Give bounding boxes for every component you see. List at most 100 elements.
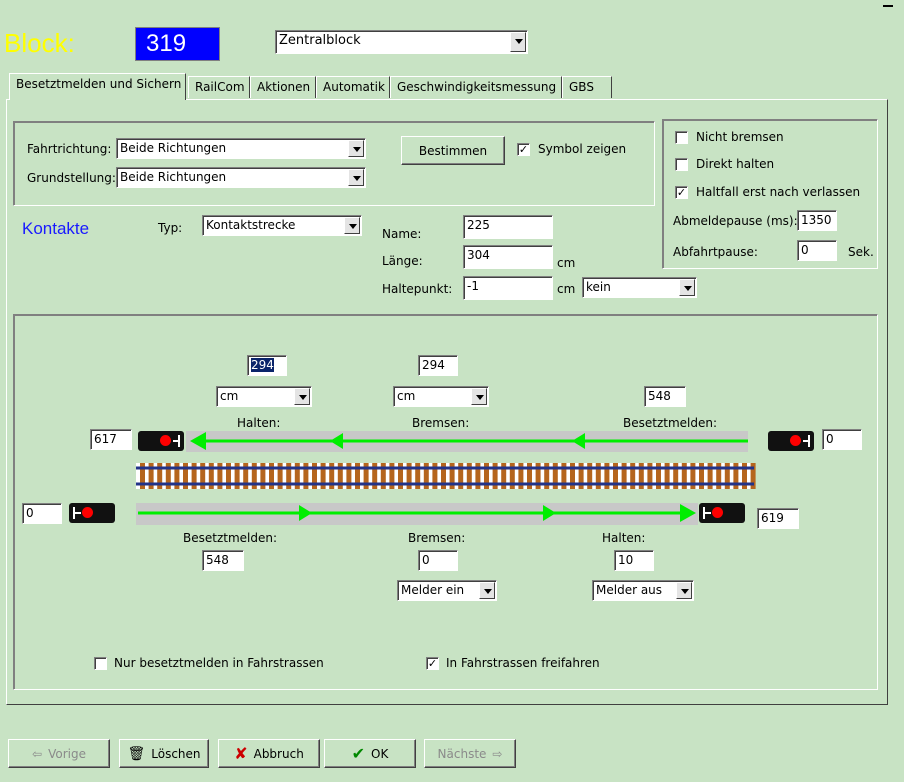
- haltepunkt-label: Haltepunkt:: [382, 282, 453, 296]
- nur-besetzt-checkbox[interactable]: [94, 657, 107, 670]
- minimize-icon[interactable]: [883, 0, 895, 8]
- signal-top-right-icon[interactable]: [768, 431, 814, 451]
- tab-besetztmelden[interactable]: Besetztmelden und Sichern: [9, 73, 186, 100]
- track-sleeper: [742, 463, 747, 489]
- laenge-input[interactable]: 304: [463, 245, 553, 269]
- kontakte-title: Kontakte: [22, 219, 90, 238]
- track-panel: [13, 314, 878, 690]
- fahrtrichtung-select[interactable]: Beide Richtungen: [116, 138, 366, 159]
- chevron-down-icon: [676, 582, 692, 599]
- direkt-halten-checkbox[interactable]: [675, 158, 688, 171]
- abmeldepause-label: Abmeldepause (ms):: [673, 214, 798, 228]
- abbruch-button[interactable]: ✘ Abbruch: [218, 739, 320, 768]
- freifahren-checkbox[interactable]: ✓: [426, 657, 439, 670]
- fahrtrichtung-value: Beide Richtungen: [120, 141, 227, 155]
- tab-railcom[interactable]: RailCom: [188, 76, 250, 98]
- top-halten-input[interactable]: 294: [247, 355, 287, 376]
- vorige-label: Vorige: [48, 746, 86, 761]
- freifahren-label: In Fahrstrassen freifahren: [446, 656, 600, 670]
- left-top-input[interactable]: 617: [90, 429, 132, 450]
- haltepunkt-select[interactable]: kein: [582, 277, 697, 298]
- track-sleeper: [217, 463, 223, 489]
- haltepunkt-select-value: kein: [586, 280, 611, 294]
- top-halten-unit: cm: [220, 389, 239, 403]
- top-bremsen-unit-select[interactable]: cm: [393, 386, 489, 407]
- track-sleeper: [724, 463, 730, 489]
- track-sleeper: [269, 463, 274, 489]
- track-sleeper: [363, 463, 369, 489]
- top-halten-label: Halten:: [237, 416, 281, 430]
- top-besetzt-input[interactable]: 548: [644, 386, 686, 407]
- typ-select[interactable]: Kontaktstrecke: [202, 215, 362, 236]
- name-input[interactable]: 225: [463, 215, 553, 239]
- track-sleeper: [157, 463, 163, 489]
- track-sleeper: [174, 463, 180, 489]
- signal-bottom-left-icon[interactable]: [69, 503, 115, 523]
- ok-button[interactable]: ✔ OK: [324, 739, 416, 768]
- haltfall-label: Haltfall erst nach verlassen: [696, 185, 861, 199]
- bottom-besetzt-label: Besetztmelden:: [183, 531, 278, 545]
- options-panel: [662, 119, 878, 269]
- track-sleeper: [501, 463, 507, 489]
- right-top-input[interactable]: 0: [822, 429, 862, 450]
- track-sleeper: [234, 463, 240, 489]
- track-sleeper: [570, 463, 575, 489]
- bottom-bremsen-select[interactable]: Melder ein: [397, 580, 497, 601]
- top-bremsen-unit: cm: [397, 389, 416, 403]
- nicht-bremsen-checkbox[interactable]: [675, 131, 688, 144]
- track-sleeper: [226, 463, 231, 489]
- haltepunkt-input[interactable]: -1: [463, 276, 553, 300]
- left-bottom-input[interactable]: 0: [22, 503, 62, 524]
- track-sleeper: [191, 463, 197, 489]
- track-sleeper: [716, 463, 722, 489]
- track-sleeper: [630, 463, 636, 489]
- tab-aktionen[interactable]: Aktionen: [250, 76, 316, 98]
- arrow-left-icon: ⇦: [32, 746, 43, 761]
- signal-bottom-right-icon[interactable]: [699, 503, 745, 523]
- abmeldepause-input[interactable]: 1350: [797, 210, 837, 231]
- bottom-halten-input[interactable]: 10: [614, 550, 654, 571]
- top-bremsen-label: Bremsen:: [412, 416, 470, 430]
- tab-automatik[interactable]: Automatik: [316, 76, 390, 98]
- direkt-halten-label: Direkt halten: [696, 157, 775, 171]
- haltfall-checkbox[interactable]: ✓: [675, 186, 688, 199]
- vorige-button[interactable]: ⇦ Vorige: [8, 739, 110, 768]
- grundstellung-select[interactable]: Beide Richtungen: [116, 167, 366, 188]
- track-sleeper: [595, 463, 601, 489]
- tab-gbs[interactable]: GBS: [562, 76, 612, 98]
- track-sleeper: [389, 463, 395, 489]
- top-halten-unit-select[interactable]: cm: [216, 386, 312, 407]
- signal-top-left-icon[interactable]: [138, 431, 184, 451]
- track-sleeper: [681, 463, 687, 489]
- top-halten-value: 294: [251, 358, 274, 372]
- chevron-down-icon: [344, 217, 360, 234]
- tab-geschwindigkeitsmessung[interactable]: Geschwindigkeitsmessung: [390, 76, 562, 98]
- top-bremsen-input[interactable]: 294: [418, 355, 458, 376]
- bestimmen-button[interactable]: Bestimmen: [401, 136, 505, 165]
- track-sleeper: [286, 463, 292, 489]
- abfahrtpause-input[interactable]: 0: [797, 240, 837, 261]
- block-name-select[interactable]: Zentralblock: [275, 30, 528, 54]
- track-sleeper: [294, 463, 300, 489]
- naechste-button[interactable]: Nächste ⇨: [424, 739, 516, 768]
- chevron-down-icon: [510, 32, 526, 52]
- arrow-left-icon: [190, 432, 206, 450]
- track-sleeper: [183, 463, 188, 489]
- fahrtrichtung-label: Fahrtrichtung:: [27, 142, 112, 156]
- track-sleeper: [750, 463, 756, 489]
- bottom-besetzt-input[interactable]: 548: [202, 550, 244, 571]
- track-sleeper: [449, 463, 455, 489]
- bottom-bremsen-input[interactable]: 0: [418, 550, 458, 571]
- bottom-halten-select-value: Melder aus: [596, 583, 663, 597]
- block-number[interactable]: 319: [135, 27, 220, 61]
- tab-page: [6, 99, 888, 705]
- track-sleeper: [527, 463, 532, 489]
- bottom-halten-select[interactable]: Melder aus: [592, 580, 694, 601]
- laenge-label: Länge:: [382, 254, 423, 268]
- right-bottom-input[interactable]: 619: [757, 508, 799, 529]
- symbol-zeigen-checkbox[interactable]: ✓: [517, 143, 530, 156]
- loeschen-button[interactable]: 🗑 Löschen: [119, 739, 209, 768]
- track-sleeper: [587, 463, 593, 489]
- haltepunkt-unit: cm: [557, 282, 576, 296]
